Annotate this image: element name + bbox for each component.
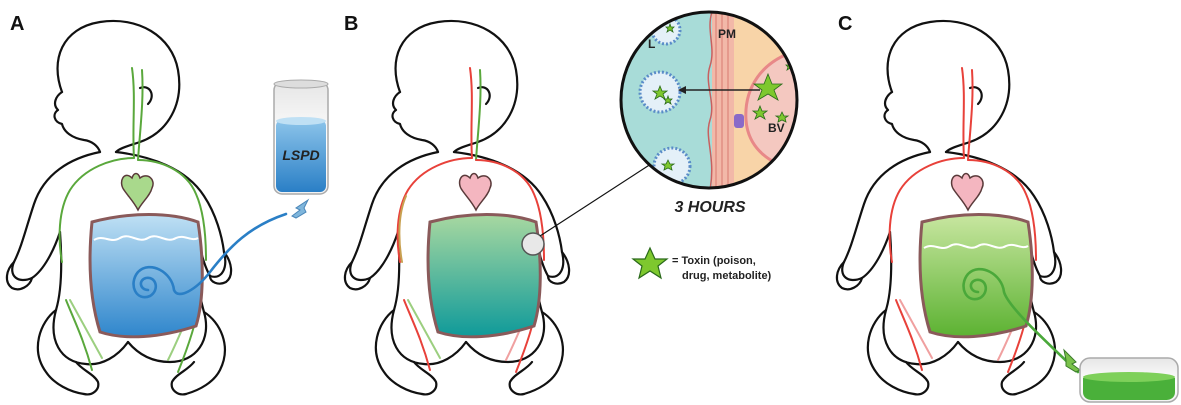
peritoneal-cavity <box>920 215 1032 337</box>
dialysate-bag: LSPD <box>274 80 328 194</box>
outflow-arrow <box>1064 350 1080 372</box>
drain-bag <box>1080 358 1178 402</box>
membrane-label: PM <box>718 27 736 41</box>
toxin-star-icon <box>633 248 667 278</box>
heart <box>122 174 154 211</box>
panel-c: C <box>837 13 1178 402</box>
panel-b-letter: B <box>344 13 358 35</box>
vessel-label: BV <box>768 121 785 135</box>
peritoneal-cavity <box>90 215 202 337</box>
lumen-label: L <box>648 37 655 51</box>
panel-c-letter: C <box>838 13 852 35</box>
heart <box>952 174 984 211</box>
panel-a-letter: A <box>10 13 24 35</box>
infant-outline <box>345 21 569 394</box>
infant-outline <box>7 21 231 394</box>
inflow-arrow <box>292 200 308 218</box>
heart <box>460 174 492 211</box>
infant-outline <box>837 21 1061 394</box>
bag-label: LSPD <box>282 147 319 163</box>
zoom-inset: L PM BV <box>620 10 804 190</box>
peritoneal-cavity <box>428 215 540 337</box>
legend-line-2: drug, metabolite) <box>682 270 772 282</box>
legend-line-1: = Toxin (poison, <box>672 255 756 267</box>
time-label: 3 HOURS <box>674 199 745 216</box>
zoom-source-circle <box>522 233 544 255</box>
panel-a: A LSPD <box>7 13 328 394</box>
toxin-legend: = Toxin (poison, drug, metabolite) <box>633 248 772 282</box>
panel-b: B <box>344 10 804 394</box>
